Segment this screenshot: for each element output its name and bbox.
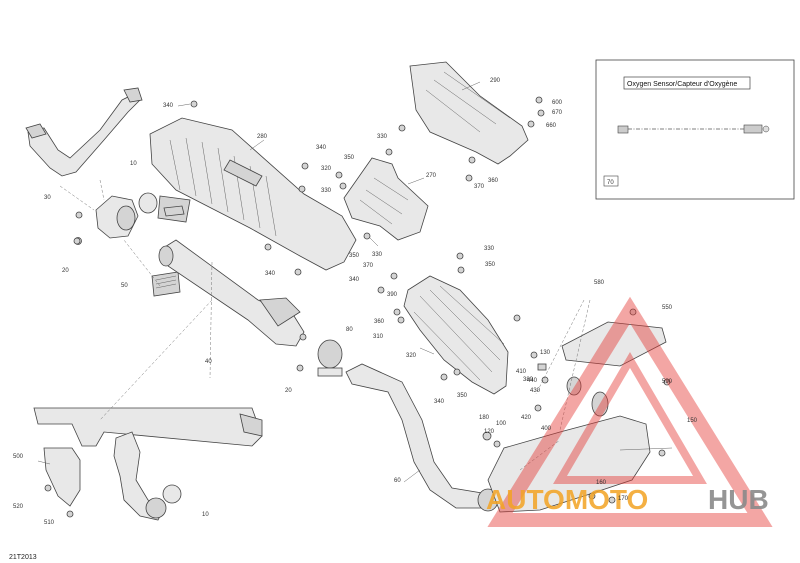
callout-label: 180: [479, 415, 490, 421]
callout-label: 10: [130, 161, 137, 167]
callout-labels: 3402802906006706603303403503203302703703…: [13, 78, 698, 526]
callout-label: 310: [373, 334, 384, 340]
callout-label: 120: [484, 429, 495, 435]
inset-title: Oxygen Sensor/Capteur d'Oxygène: [627, 81, 737, 88]
diagram-code: 21T2013: [9, 554, 37, 561]
s-pipe-60: [345, 363, 499, 512]
callout-label: 290: [490, 78, 501, 84]
callout-label: 350: [457, 393, 468, 399]
logo-text-hub: HUB: [708, 484, 769, 515]
callout-label: 320: [406, 353, 417, 359]
leader-lines: [37, 81, 591, 483]
muffler: [487, 321, 673, 513]
logo-text-automoto: AUTOMOTO: [486, 484, 648, 515]
callout-label: 170: [618, 496, 629, 502]
callout-label: 20: [285, 388, 292, 394]
heat-shield-290: [409, 61, 529, 165]
callout-label: 60: [394, 478, 401, 484]
callout-label: 340: [265, 271, 276, 277]
lower-pipe-40: [33, 407, 263, 447]
callout-label: 330: [484, 246, 495, 252]
logo-triangle-icon: [487, 296, 773, 527]
callout-label: 580: [594, 280, 605, 286]
oxygen-sensor-icon: [617, 124, 770, 134]
callout-label: 410: [516, 369, 527, 375]
callout-label: 350: [349, 253, 360, 259]
callout-label: 80: [346, 327, 353, 333]
callout-label: 390: [387, 292, 398, 298]
springs: [151, 205, 185, 297]
callout-label: 370: [363, 263, 374, 269]
callout-label: 430: [530, 388, 541, 394]
lower-pipe-curved: [113, 431, 182, 521]
callout-label: 340: [163, 103, 174, 109]
callout-label: 150: [687, 418, 698, 424]
callout-label: 320: [321, 166, 332, 172]
callout-label: 340: [349, 277, 360, 283]
callout-label: 280: [257, 134, 268, 140]
callout-label: 420: [521, 415, 532, 421]
automotohub-logo: AUTOMOTO HUB: [486, 296, 773, 527]
callout-label: 340: [316, 145, 327, 151]
callout-label: 340: [434, 399, 445, 405]
mid-pipe: [158, 239, 305, 347]
callout-label: 400: [541, 426, 552, 432]
heat-shield-320: [403, 275, 509, 395]
inset-ref-label: 70: [607, 180, 614, 186]
bracket-500: [43, 447, 81, 518]
heat-shield-280: [149, 117, 357, 271]
callout-label: 380: [523, 377, 534, 383]
callout-label: 160: [596, 480, 607, 486]
fasteners: [73, 96, 671, 504]
callout-label: 360: [374, 319, 385, 325]
callout-label: 440: [527, 378, 538, 384]
callout-label: 370: [474, 184, 485, 190]
elbow-flange: [95, 192, 191, 239]
callout-label: 20: [62, 268, 69, 274]
callout-label: 40: [205, 359, 212, 365]
callout-label: 590: [662, 379, 673, 385]
callout-label: 670: [552, 110, 563, 116]
callout-label: 550: [662, 305, 673, 311]
callout-label: 330: [321, 188, 332, 194]
header-pipe: [25, 87, 143, 177]
callout-label: 30: [44, 195, 51, 201]
callout-label: 350: [344, 155, 355, 161]
callout-label: 330: [372, 252, 383, 258]
callout-label: 100: [496, 421, 507, 427]
callout-label: 330: [377, 134, 388, 140]
callout-label: 600: [552, 100, 563, 106]
oxygen-sensor-inset: Oxygen Sensor/Capteur d'Oxygène 70: [595, 59, 795, 200]
callout-label: 520: [13, 504, 24, 510]
callout-label: 660: [546, 123, 557, 129]
callout-label: 50: [121, 283, 128, 289]
callout-label: 360: [488, 178, 499, 184]
callout-label: 130: [540, 350, 551, 356]
callout-label: 350: [485, 262, 496, 268]
bracket-270: [343, 157, 429, 241]
callout-label: 10: [202, 512, 209, 518]
logo-inner-triangle-icon: [553, 352, 707, 484]
callout-label: 500: [13, 454, 24, 460]
callout-label: 510: [44, 520, 55, 526]
callout-label: 270: [426, 173, 437, 179]
clamp-80: [317, 339, 343, 377]
